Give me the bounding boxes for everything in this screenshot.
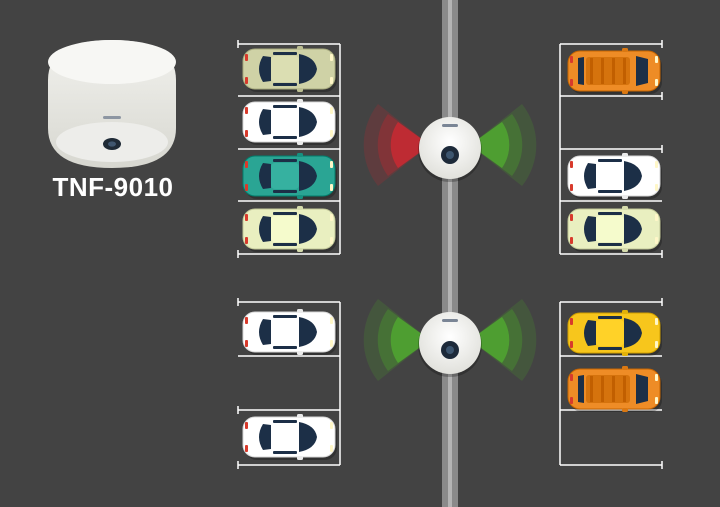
right-slot-6-suv-top-view [567, 366, 662, 412]
left-slot-2-car-top-view [242, 99, 337, 145]
product-camera-image [48, 40, 176, 168]
lane-divider [442, 0, 458, 507]
upper-left-zone-occupied [363, 104, 430, 186]
product-model-label: TNF-9010 [52, 172, 174, 202]
right-slot-1-suv-top-view [567, 48, 662, 94]
camera-icon [418, 117, 482, 182]
sensor-upper [363, 104, 537, 186]
left-slot-6-car-top-view [242, 414, 337, 460]
lower-left-zone-vacant [363, 299, 430, 381]
right-slot-3-car-top-view [567, 153, 662, 199]
parking-lines [237, 40, 663, 469]
left-slot-3-car-top-view [242, 153, 337, 199]
left-slot-5-car-top-view [242, 309, 337, 355]
lower-right-zone-vacant [470, 299, 537, 381]
left-slot-4-car-top-view [242, 206, 337, 252]
camera-icon [418, 312, 482, 377]
right-slot-4-car-top-view [567, 206, 662, 252]
sensor-lower [363, 299, 537, 381]
left-slot-1-car-top-view [242, 46, 337, 92]
upper-right-zone-vacant [470, 104, 537, 186]
right-slot-5-car-top-view [567, 310, 662, 356]
parked-cars [242, 46, 662, 460]
